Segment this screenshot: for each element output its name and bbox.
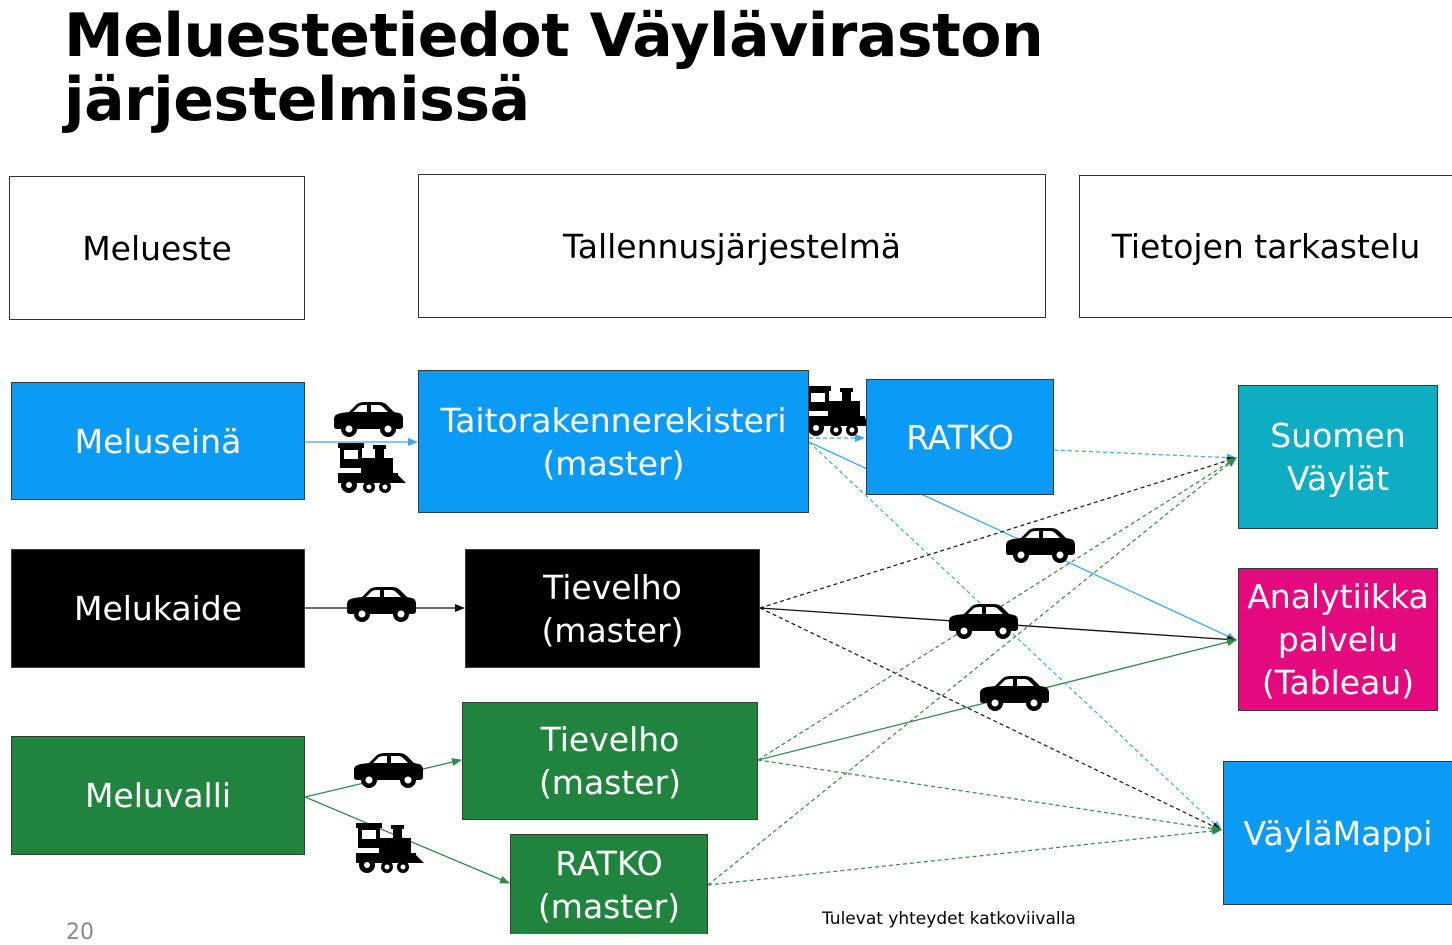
link-ratko-suomen-vaylat <box>1053 449 1237 462</box>
node-meluvalli: Meluvalli <box>11 736 305 855</box>
node-ratko: RATKO <box>866 379 1054 495</box>
header-tietojen-tarkastelu: Tietojen tarkastelu <box>1079 175 1452 318</box>
node-suomen-vaylat-line2: Väylät <box>1286 459 1390 498</box>
header-melueste-label: Melueste <box>82 228 232 268</box>
car-icon <box>949 604 1018 639</box>
header-tallennusjarjestelma-label: Tallennusjärjestelmä <box>563 226 901 266</box>
node-vaylamappi-label: VäyläMappi <box>1243 813 1433 853</box>
node-analytiikka-line2: palvelu <box>1277 620 1399 659</box>
node-ratko-green-line2: (master) <box>537 886 681 926</box>
node-taitorakennerekisteri: Taitorakennerekisteri (master) <box>418 370 809 513</box>
car-icon <box>354 753 423 788</box>
node-meluvalli-label: Meluvalli <box>84 776 232 815</box>
node-meluseina: Meluseinä <box>11 382 305 500</box>
link-tievelho-black-suomen-vaylat <box>759 456 1237 609</box>
title-line-2: järjestelmissä <box>64 65 530 135</box>
title-line-1: Meluestetiedot Väyläviraston <box>64 1 1044 71</box>
train-icon <box>356 823 424 873</box>
node-tievelho-green-line1: Tievelho <box>540 720 680 759</box>
page-number: 20 <box>66 920 94 945</box>
node-tievelho-black-line2: (master) <box>541 610 684 650</box>
header-tallennusjarjestelma: Tallennusjärjestelmä <box>418 174 1046 318</box>
link-tievelho-black-vaylamappi <box>759 607 1222 831</box>
node-tievelho-black: Tievelho (master) <box>465 549 760 668</box>
node-melukaide: Melukaide <box>11 549 305 668</box>
node-taitorakennerekisteri-line2: (master) <box>542 443 685 483</box>
node-ratko-label: RATKO <box>906 417 1014 457</box>
link-ratko-green-suomen-vaylat <box>707 457 1237 886</box>
node-analytiikka-line3: (Tableau) <box>1261 663 1415 702</box>
link-tievelho-green-vaylamappi <box>757 759 1222 833</box>
node-tievelho-black-line1: Tievelho <box>543 567 682 607</box>
node-meluseina-label: Meluseinä <box>74 421 242 461</box>
node-ratko-green: RATKO (master) <box>510 834 708 934</box>
car-icon <box>347 587 416 622</box>
page-title: Meluestetiedot Väyläviraston järjestelmi… <box>64 1 1044 135</box>
header-melueste: Melueste <box>9 176 305 320</box>
footnote: Tulevat yhteydet katkoviivalla <box>822 909 1076 929</box>
header-tietojen-tarkastelu-label: Tietojen tarkastelu <box>1111 227 1421 266</box>
node-suomen-vaylat: Suomen Väylät <box>1238 385 1438 529</box>
car-icon <box>980 676 1049 711</box>
node-melukaide-label: Melukaide <box>73 589 243 628</box>
car-icon <box>334 402 403 437</box>
node-suomen-vaylat-line1: Suomen <box>1270 416 1406 455</box>
link-ratko-green-vaylamappi <box>707 826 1222 886</box>
car-icon <box>1006 528 1075 563</box>
node-taitorakennerekisteri-line1: Taitorakennerekisteri <box>440 400 787 440</box>
train-icon <box>338 443 406 493</box>
node-tievelho-green-line2: (master) <box>538 763 682 802</box>
node-vaylamappi: VäyläMappi <box>1223 761 1452 905</box>
node-analytiikka-line1: Analytiikka <box>1247 577 1429 616</box>
node-ratko-green-line1: RATKO <box>555 843 663 883</box>
train-icon <box>805 386 873 436</box>
node-tievelho-green: Tievelho (master) <box>462 702 758 820</box>
node-analytiikka-palvelu: Analytiikka palvelu (Tableau) <box>1238 568 1438 711</box>
